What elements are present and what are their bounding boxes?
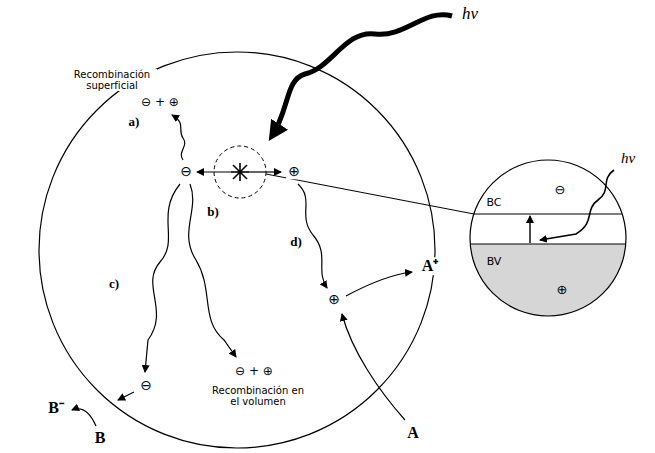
photon-label: hν bbox=[619, 150, 637, 167]
photon-label: hν bbox=[460, 5, 480, 24]
inset-photon bbox=[540, 170, 614, 240]
hole-arrow bbox=[249, 171, 281, 172]
band-inset bbox=[460, 214, 640, 324]
donor-arrow bbox=[342, 314, 405, 420]
charge-pair: ⊖ + ⊕ bbox=[139, 96, 181, 109]
photon-arrow bbox=[272, 15, 452, 136]
path-b bbox=[189, 184, 236, 357]
inset-outline bbox=[470, 160, 626, 316]
pathway-letter: d) bbox=[288, 235, 304, 249]
particle-outline bbox=[39, 52, 435, 448]
recombination-note: Recombinación superficial bbox=[67, 69, 157, 91]
hole-symbol: ⊕ bbox=[286, 164, 302, 179]
reduction-arrow bbox=[72, 409, 96, 426]
path-c bbox=[145, 184, 180, 372]
species-label: A⁺ bbox=[420, 257, 441, 275]
species-label: B bbox=[93, 429, 108, 447]
charge-pair: ⊖ + ⊕ bbox=[233, 365, 275, 378]
electron-transfer bbox=[118, 392, 134, 400]
electron-symbol: ⊖ bbox=[138, 378, 154, 393]
pathway-letter: c) bbox=[107, 277, 121, 291]
band-label: BV bbox=[485, 256, 504, 268]
hole-symbol: ⊕ bbox=[326, 292, 342, 307]
electron-symbol: ⊖ bbox=[178, 164, 194, 179]
species-label: B⁻ bbox=[46, 399, 66, 417]
pathway-letter: b) bbox=[205, 205, 221, 219]
hole-symbol: ⊕ bbox=[555, 283, 570, 297]
electron-arrow bbox=[197, 171, 231, 172]
excitation-star bbox=[231, 163, 249, 181]
pathway-letter: a) bbox=[127, 115, 142, 129]
oxidation-arrow bbox=[346, 272, 412, 296]
electron-symbol: ⊖ bbox=[553, 183, 568, 197]
excitation-arrow bbox=[529, 216, 530, 243]
species-label: A bbox=[405, 424, 421, 442]
recombination-note: Recombinación en el volumen bbox=[208, 385, 308, 407]
zoom-line bbox=[266, 174, 474, 214]
band-label: BC bbox=[484, 197, 503, 209]
path-a bbox=[172, 115, 185, 160]
